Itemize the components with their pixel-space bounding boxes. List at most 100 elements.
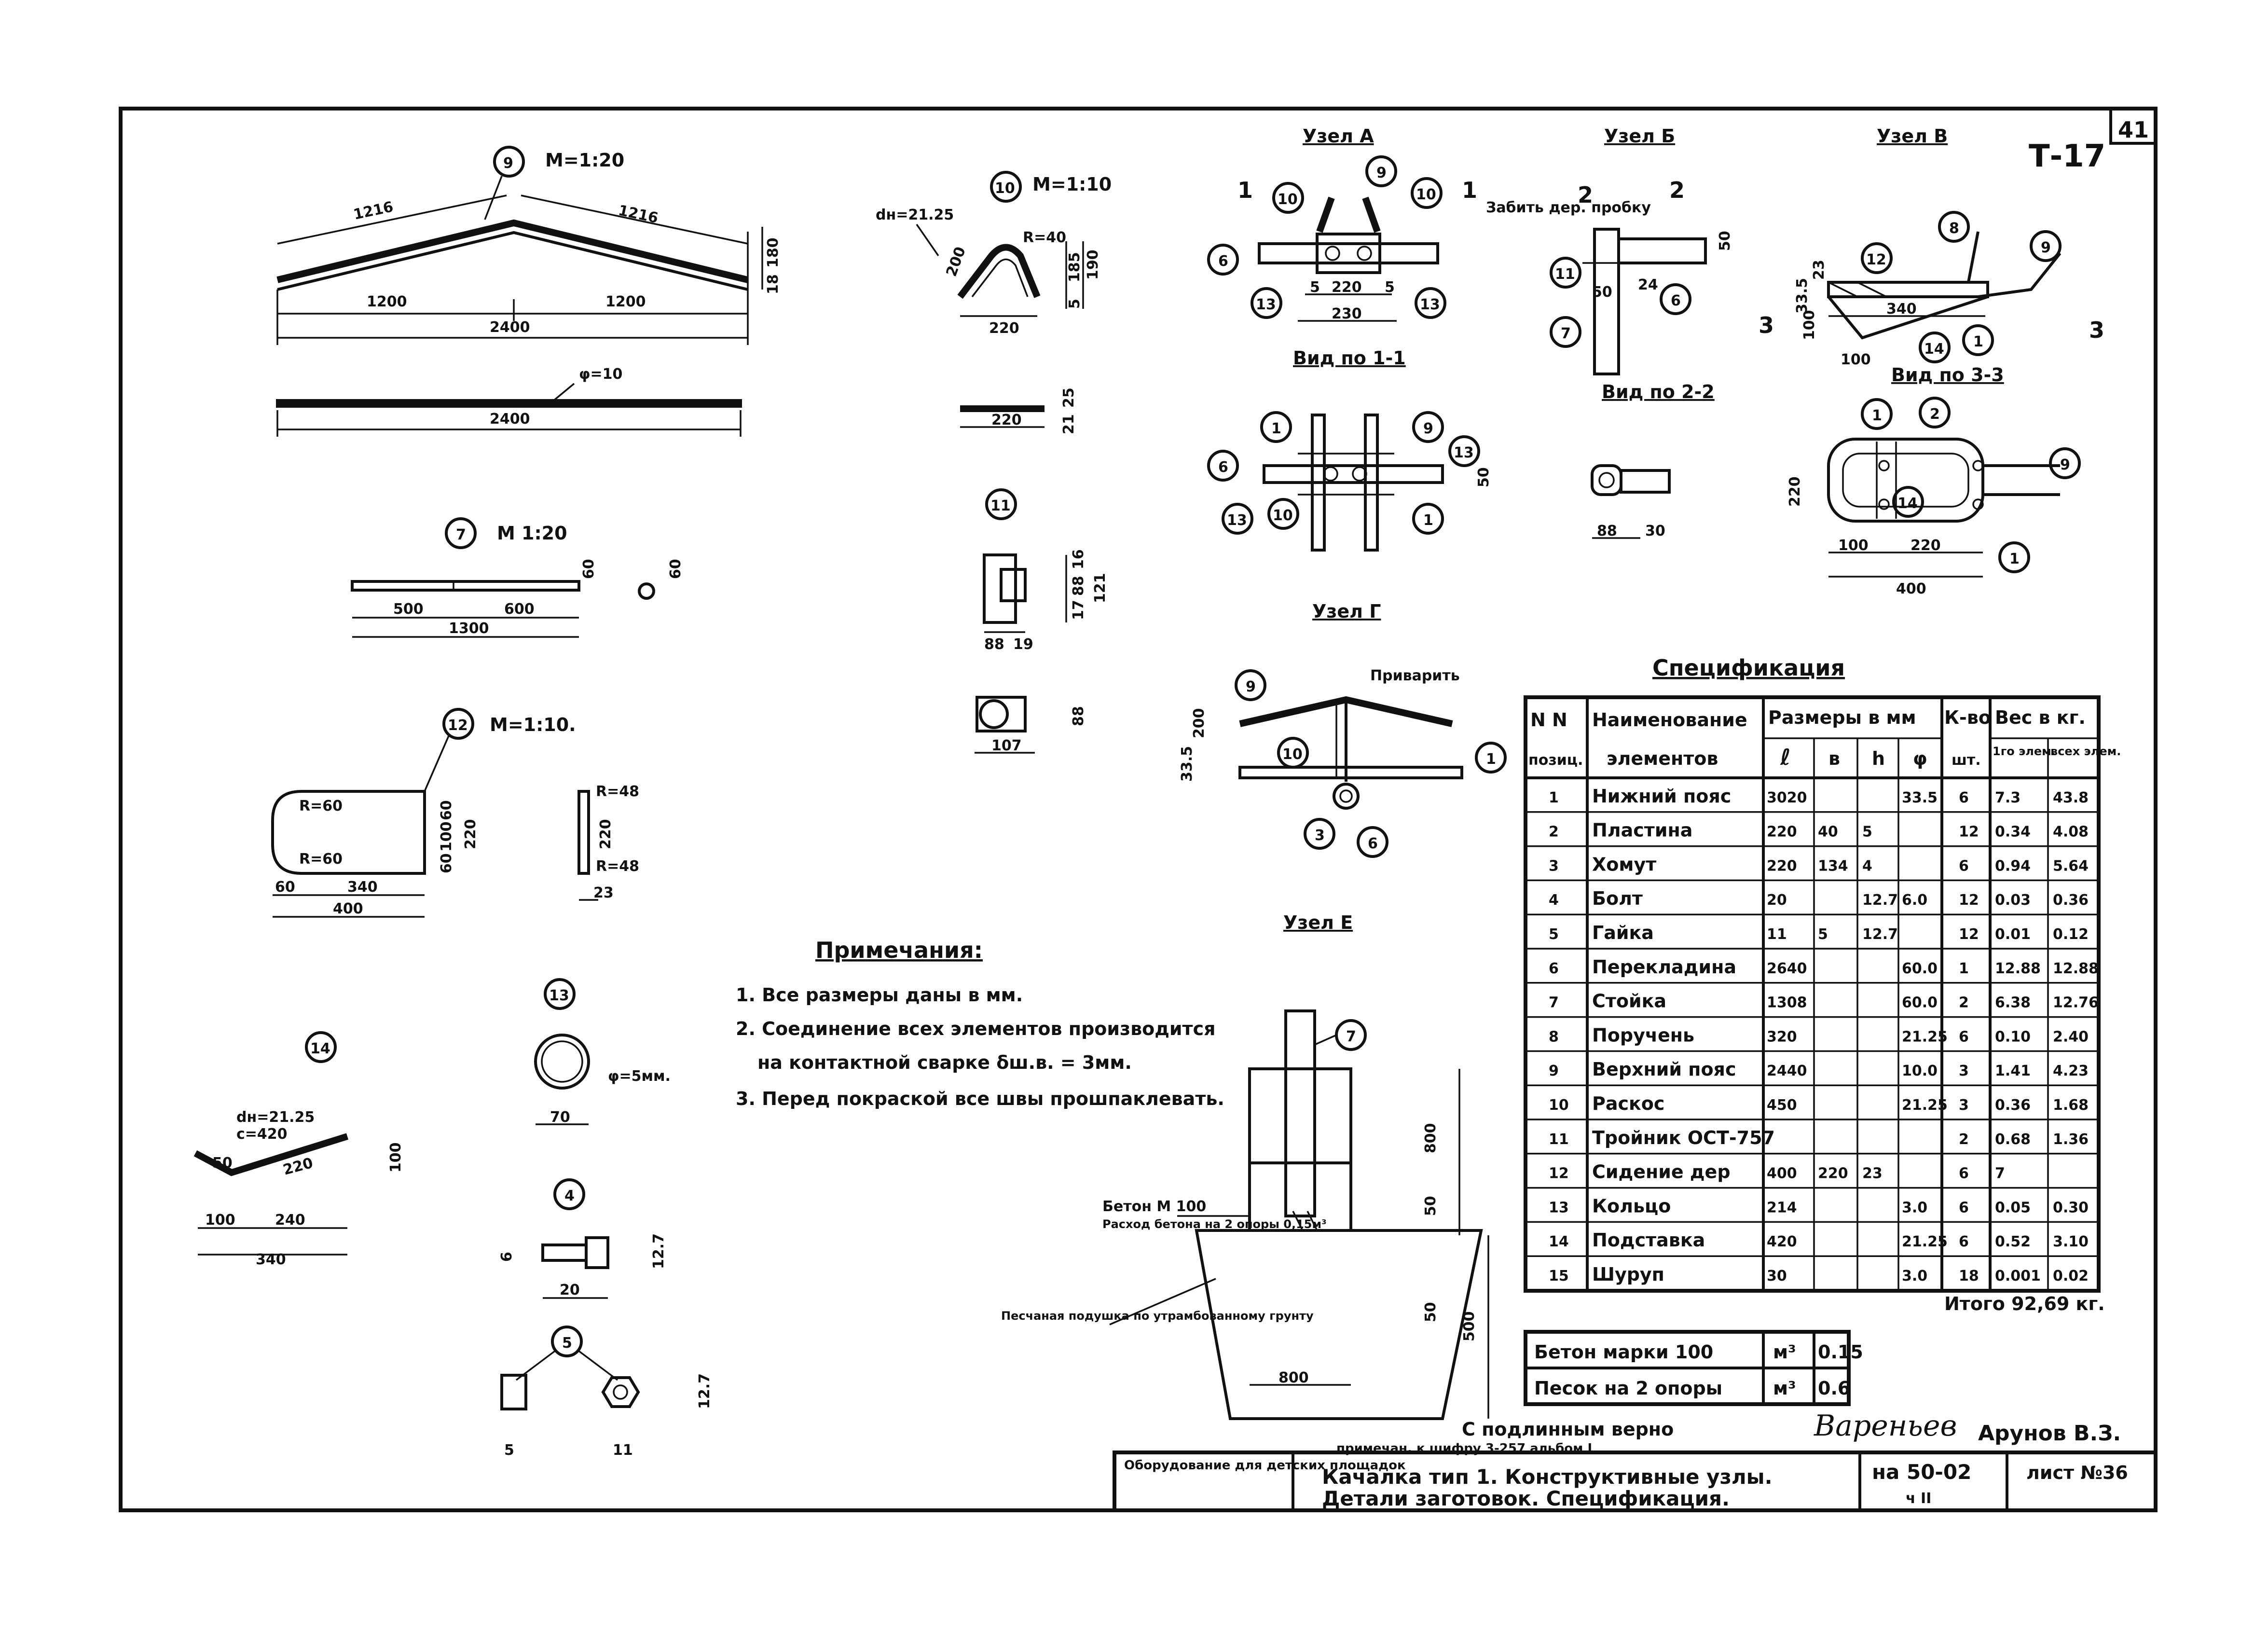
svg-text:5: 5 [1066, 299, 1083, 309]
spec-cell: 12 [1959, 892, 1979, 909]
spec-cell: 4.08 [2053, 824, 2089, 841]
svg-text:17: 17 [1070, 600, 1087, 620]
svg-text:Песок на 2 опоры: Песок на 2 опоры [1534, 1378, 1722, 1399]
spec-cell: 220 [1767, 824, 1797, 841]
spec-cell: 18 [1959, 1268, 1979, 1285]
dim-1200-right: 1200 [605, 293, 646, 310]
spec-cell: 1 [1549, 789, 1559, 806]
svg-text:в: в [1828, 748, 1840, 769]
svg-text:190: 190 [1085, 249, 1101, 280]
svg-text:107: 107 [991, 737, 1022, 754]
svg-text:1: 1 [1486, 751, 1496, 768]
svg-text:шт.: шт. [1952, 752, 1981, 769]
svg-text:50: 50 [1475, 467, 1492, 487]
svg-text:1300: 1300 [449, 620, 489, 637]
svg-text:400: 400 [333, 900, 363, 917]
notes-block: Примечания: 1. Все размеры даны в мм. 2.… [736, 937, 1224, 1109]
spec-cell: Перекладина [1592, 956, 1736, 978]
spec-cell: 11 [1549, 1131, 1569, 1148]
svg-text:Вид по 2-2: Вид по 2-2 [1602, 381, 1715, 402]
spec-cell: 10.0 [1902, 1063, 1938, 1079]
spec-cell: 214 [1767, 1199, 1797, 1216]
svg-text:9: 9 [2060, 456, 2070, 473]
dim-1200-left: 1200 [367, 293, 407, 310]
scale-label: М=1:20 [545, 150, 624, 171]
spec-cell: 2440 [1767, 1063, 1807, 1079]
part-7-post: 7 М 1:20 500 600 1300 60 60 [351, 517, 684, 638]
svg-text:К-во: К-во [1944, 707, 1991, 728]
spec-cell: 12.7 [1862, 892, 1898, 909]
spec-cell: 5 [1862, 824, 1872, 841]
svg-text:9: 9 [1423, 420, 1433, 437]
svg-text:1: 1 [1973, 333, 1983, 350]
spec-cell: 3 [1959, 1063, 1969, 1079]
svg-text:позиц.: позиц. [1528, 752, 1583, 769]
signature: Вареньев [1814, 1409, 1957, 1443]
svg-text:340: 340 [256, 1251, 286, 1268]
spec-cell: 9 [1549, 1063, 1559, 1079]
spec-cell: 14 [1549, 1233, 1569, 1250]
svg-text:М 1:20: М 1:20 [497, 523, 567, 544]
spec-cell: 21.25 [1902, 1233, 1948, 1250]
spec-cell: 6 [1959, 1028, 1969, 1045]
spec-cell: 220 [1767, 857, 1797, 874]
svg-text:24: 24 [1638, 276, 1658, 293]
svg-text:6: 6 [1368, 835, 1378, 852]
title-block: С подлинным верно Вареньев Арунов В.З. п… [1113, 1409, 2158, 1512]
svg-text:элементов: элементов [1607, 748, 1718, 769]
spec-cell: 7 [1995, 1165, 2005, 1182]
dim-18: 18 [765, 274, 782, 294]
svg-text:800: 800 [1278, 1369, 1309, 1386]
spec-cell: 2 [1549, 824, 1559, 841]
spec-title: Спецификация [1652, 655, 1845, 681]
spec-cell: 33.5 [1902, 789, 1938, 806]
svg-text:100: 100 [1838, 537, 1869, 554]
svg-text:R=48: R=48 [596, 783, 639, 800]
svg-text:33.5: 33.5 [1179, 746, 1196, 782]
svg-text:30: 30 [1645, 523, 1665, 539]
svg-text:φ=5мм.: φ=5мм. [608, 1068, 671, 1085]
spec-cell: 420 [1767, 1233, 1797, 1250]
spec-cell: 11 [1767, 926, 1787, 943]
svg-text:R=60: R=60 [299, 798, 343, 815]
svg-text:1: 1 [2009, 551, 2020, 567]
svg-text:10: 10 [1416, 186, 1436, 203]
dim-180: 180 [765, 237, 782, 268]
node-g-title: Узел Г [1312, 601, 1381, 622]
svg-text:5: 5 [562, 1335, 572, 1352]
notes-title: Примечания: [815, 937, 983, 963]
note-3: 3. Перед покраской все швы прошпаклевать… [736, 1088, 1224, 1109]
svg-text:220: 220 [597, 819, 614, 849]
svg-text:220: 220 [1787, 476, 1803, 507]
node-v: Узел В 3 3 8 9 12 14 1 340 100 33.5 100 … [1759, 125, 2104, 368]
svg-text:Размеры в мм: Размеры в мм [1768, 707, 1916, 728]
note-weld: Приварить [1370, 667, 1460, 684]
spec-cell: 0.68 [1995, 1131, 2031, 1148]
spec-cell: 2640 [1767, 960, 1807, 977]
spec-cell: 0.94 [1995, 857, 2031, 874]
svg-text:50: 50 [1422, 1302, 1439, 1322]
spec-cell: 13 [1549, 1199, 1569, 1216]
svg-text:5: 5 [1385, 279, 1395, 296]
spec-cell: 60.0 [1902, 960, 1938, 977]
spec-cell: 4 [1862, 857, 1872, 874]
svg-text:11: 11 [613, 1442, 633, 1459]
svg-text:R=48: R=48 [596, 858, 639, 875]
svg-text:60: 60 [667, 559, 684, 579]
spec-cell: 3020 [1767, 789, 1807, 806]
view-3-3: Вид по 3-3 1 2 9 14 1 100 220 400 220 [1787, 364, 2081, 597]
spec-cell: Стойка [1592, 991, 1666, 1012]
spec-cell: 6 [1959, 857, 1969, 874]
spec-cell: 1 [1959, 960, 1969, 977]
svg-text:200: 200 [943, 245, 969, 279]
svg-text:340: 340 [347, 879, 378, 896]
spec-cell: Шуруп [1592, 1264, 1664, 1285]
spec-cell: 12.88 [1995, 960, 2041, 977]
stamp-title-1: Качалка тип 1. Конструктивные узлы. [1322, 1465, 1773, 1489]
svg-text:400: 400 [1896, 580, 1926, 597]
spec-total: Итого 92,69 кг. [1944, 1293, 2105, 1314]
spec-cell: 40 [1818, 824, 1838, 841]
svg-text:N N: N N [1530, 709, 1567, 731]
spec-cell: 6 [1959, 1233, 1969, 1250]
